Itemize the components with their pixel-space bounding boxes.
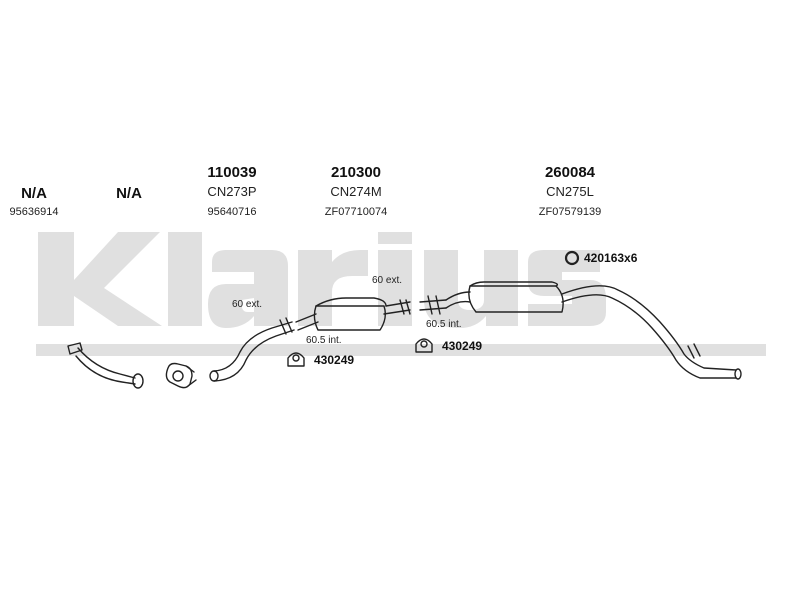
part-reference: ZF07710074	[324, 206, 388, 218]
part-code: CN273P	[207, 184, 257, 199]
int-diameter-note: 60.5 int.	[306, 335, 342, 346]
part-number: N/A	[21, 185, 47, 202]
centre-silencer	[295, 297, 411, 331]
part-reference: 95640716	[207, 206, 257, 218]
rear-silencer	[419, 281, 742, 380]
ext-diameter-note: 60 ext.	[372, 275, 403, 286]
clamp-part-number: 430249	[442, 339, 483, 353]
clamp-part-number: 430249	[314, 353, 355, 367]
ring-icon	[564, 250, 580, 266]
clamp-icon	[287, 352, 305, 367]
watermark-logo	[36, 232, 766, 356]
part-code: CN275L	[546, 184, 594, 199]
parts-drawing	[67, 250, 742, 389]
front-pipe	[67, 342, 144, 389]
part-number: 210300	[330, 164, 382, 181]
part-number: N/A	[116, 185, 142, 202]
flexi-joint	[165, 362, 197, 389]
part-code: CN274M	[330, 184, 382, 199]
part-reference: ZF07579139	[538, 206, 602, 218]
ext-diameter-note: 60 ext.	[232, 299, 263, 310]
part-reference: 95636914	[9, 206, 59, 218]
part-number: 260084	[544, 164, 596, 181]
int-diameter-note: 60.5 int.	[426, 319, 462, 330]
ring-part-number: 420163x6	[584, 251, 638, 265]
intermediate-pipe	[209, 317, 295, 382]
clamp-icon	[415, 338, 433, 353]
part-number: 110039	[207, 164, 257, 181]
